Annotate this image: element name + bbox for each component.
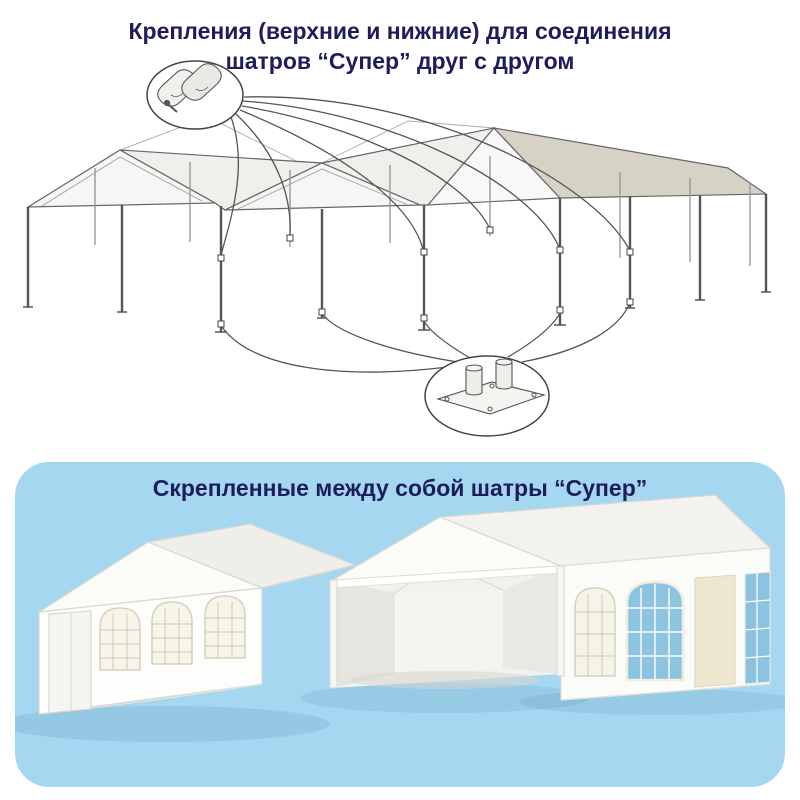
roof-planes [25,127,768,211]
upper-connection-lines [220,96,630,256]
upper-connector-callout [146,60,244,130]
connector-nodes [217,226,634,328]
rear-poles [94,156,751,266]
lower-base-plate-callout [424,355,550,437]
ground-shadow [15,683,785,742]
lower-connection-lines [221,304,630,373]
top-title-line2: шатров “Супер” друг с другом [225,48,575,75]
clamp-plates-icon [157,63,222,107]
joined-tents-illustration [15,494,785,742]
top-diagram-panel: Крепления (верхние и нижние) для соедине… [0,16,800,437]
inner-right-wall [503,566,561,674]
left-tent-arched-windows [99,595,246,671]
bottom-photo-panel: Скрепленные между собой шатры “Супер” [15,462,785,787]
top-title: Крепления (верхние и нижние) для соедине… [0,16,800,77]
bottom-title: Скрепленные между собой шатры “Супер” [152,475,648,501]
right-tent-windows [574,571,771,688]
corner-pole-left [329,579,338,689]
top-title-line1: Крепления (верхние и нижние) для соедине… [128,18,672,44]
inner-left-wall [333,580,395,688]
inner-back-wall [395,590,503,674]
plate-bolt-holes [444,383,537,412]
tent-frame-diagram [23,60,771,437]
pole-feet [23,291,771,333]
front-poles [26,194,768,332]
left-tent [38,523,357,715]
plate-sleeves-icon [465,358,513,396]
cream-panel [694,574,736,688]
bolt-icon [163,99,178,113]
middle-tent-open-bay [329,516,565,689]
left-tent-door [48,610,92,714]
corner-pole-right [556,565,565,677]
